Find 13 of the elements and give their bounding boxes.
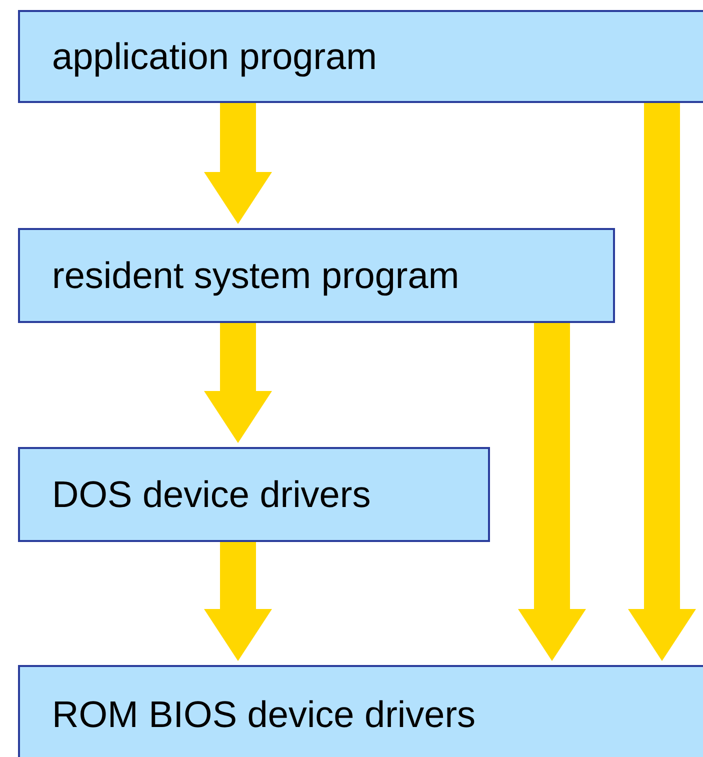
layer-box xyxy=(18,665,703,757)
arrow xyxy=(518,323,586,661)
layer-box xyxy=(18,447,490,542)
layer-label: ROM BIOS device drivers xyxy=(52,694,476,736)
layer-box xyxy=(18,10,703,103)
layer-label: DOS device drivers xyxy=(52,474,371,516)
layer-label: resident system program xyxy=(52,254,460,296)
arrow xyxy=(204,542,272,661)
layer-label: application program xyxy=(52,36,377,78)
layer-box xyxy=(18,228,615,323)
arrow xyxy=(628,103,696,661)
arrow xyxy=(204,103,272,224)
arrow xyxy=(204,323,272,443)
